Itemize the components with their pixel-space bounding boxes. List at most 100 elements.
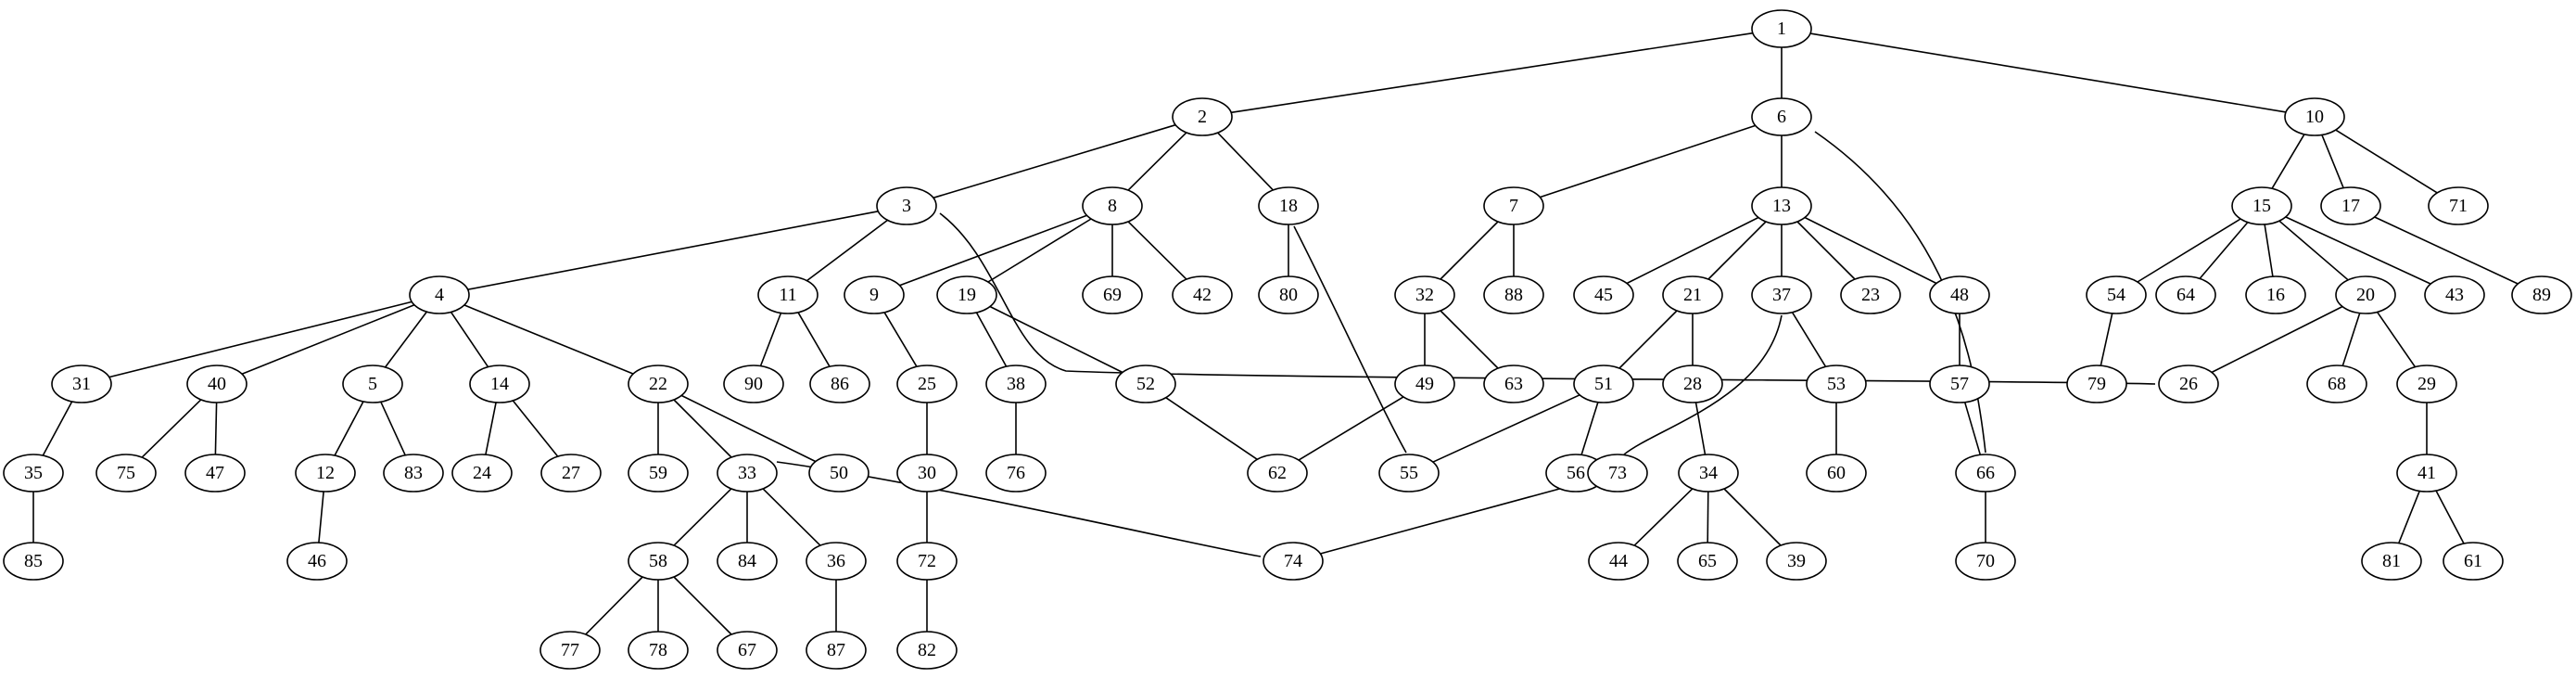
node-85: 85	[3, 542, 64, 581]
node-14: 14	[469, 365, 530, 403]
node-ellipse	[808, 454, 869, 493]
node-ellipse	[628, 542, 689, 581]
edge-34-44	[1633, 488, 1694, 546]
edge-15-64	[2199, 222, 2249, 279]
node-label: 87	[827, 640, 845, 660]
edge-41-81	[2398, 491, 2420, 544]
node-89: 89	[2511, 275, 2572, 314]
node-ellipse	[295, 454, 356, 493]
node-ellipse	[2086, 275, 2147, 314]
node-label: 37	[1772, 285, 1791, 305]
edge-7-32	[1440, 221, 1499, 280]
node-27: 27	[540, 454, 602, 493]
node-39: 39	[1766, 542, 1827, 581]
edge-49-62	[1298, 396, 1404, 461]
node-ellipse	[1263, 542, 1324, 581]
edge-34-39	[1723, 488, 1782, 546]
node-label: 49	[1415, 374, 1434, 394]
node-label: 52	[1136, 374, 1155, 394]
node-ellipse	[1751, 275, 1812, 314]
node-label: 25	[918, 374, 936, 394]
node-label: 23	[1861, 285, 1880, 305]
node-ellipse	[342, 365, 403, 403]
node-23: 23	[1840, 275, 1901, 314]
node-ellipse	[717, 631, 778, 670]
edge-3-4	[467, 211, 879, 290]
node-42: 42	[1172, 275, 1233, 314]
node-63: 63	[1483, 365, 1544, 403]
node-56: 56	[1545, 454, 1606, 493]
node-label: 5	[368, 374, 377, 394]
node-48: 48	[1929, 275, 1990, 314]
node-8: 8	[1082, 186, 1143, 225]
node-84: 84	[717, 542, 778, 581]
edge-3-11	[806, 219, 888, 282]
node-17: 17	[2320, 186, 2381, 225]
node-ellipse	[1588, 542, 1649, 581]
node-ellipse	[3, 454, 64, 493]
node-5: 5	[342, 365, 403, 403]
node-label: 4	[435, 285, 444, 305]
node-ellipse	[806, 542, 867, 581]
node-label: 26	[2179, 374, 2198, 394]
node-label: 38	[1007, 374, 1025, 394]
node-45: 45	[1573, 275, 1634, 314]
node-label: 35	[24, 463, 43, 483]
node-label: 41	[2417, 463, 2436, 483]
node-35: 35	[3, 454, 64, 493]
node-ellipse	[2511, 275, 2572, 314]
node-ellipse	[628, 365, 689, 403]
node-80: 80	[1258, 275, 1319, 314]
edge-20-26	[2211, 305, 2343, 374]
node-label: 88	[1504, 285, 1523, 305]
node-90: 90	[723, 365, 784, 403]
node-label: 17	[2341, 196, 2360, 216]
node-ellipse	[2306, 365, 2367, 403]
edge-33-58	[673, 488, 732, 546]
edge-32-63	[1440, 310, 1499, 369]
node-label: 48	[1950, 285, 1969, 305]
edge-15-16	[2264, 224, 2274, 277]
edge-14-24	[485, 402, 497, 455]
node-32: 32	[1394, 275, 1455, 314]
node-label: 82	[918, 640, 936, 660]
node-label: 57	[1950, 374, 1969, 394]
node-78: 78	[628, 631, 689, 670]
node-74: 74	[1263, 542, 1324, 581]
node-19: 19	[936, 275, 997, 314]
node-ellipse	[2158, 365, 2219, 403]
node-label: 83	[404, 463, 423, 483]
node-ellipse	[2155, 275, 2216, 314]
node-6: 6	[1751, 97, 1812, 136]
node-10: 10	[2284, 97, 2345, 136]
node-label: 85	[24, 551, 43, 571]
node-label: 69	[1103, 285, 1122, 305]
node-61: 61	[2443, 542, 2504, 581]
node-label: 58	[649, 551, 667, 571]
node-ellipse	[1677, 542, 1738, 581]
node-65: 65	[1677, 542, 1738, 581]
node-ellipse	[1678, 454, 1739, 493]
node-ellipse	[540, 454, 602, 493]
node-59: 59	[628, 454, 689, 493]
node-54: 54	[2086, 275, 2147, 314]
node-label: 22	[649, 374, 667, 394]
node-label: 43	[2445, 285, 2464, 305]
node-label: 13	[1772, 196, 1791, 216]
node-ellipse	[1929, 365, 1990, 403]
node-ellipse	[2320, 186, 2381, 225]
node-label: 67	[738, 640, 756, 660]
node-66: 66	[1955, 454, 2016, 493]
node-ellipse	[628, 454, 689, 493]
node-7: 7	[1483, 186, 1544, 225]
node-label: 20	[2356, 285, 2375, 305]
node-81: 81	[2361, 542, 2422, 581]
node-2: 2	[1172, 97, 1233, 136]
node-label: 59	[649, 463, 667, 483]
node-ellipse	[469, 365, 530, 403]
node-label: 19	[958, 285, 976, 305]
node-ellipse	[1806, 454, 1867, 493]
node-33: 33	[717, 454, 778, 493]
node-ellipse	[2428, 186, 2489, 225]
node-20: 20	[2335, 275, 2396, 314]
